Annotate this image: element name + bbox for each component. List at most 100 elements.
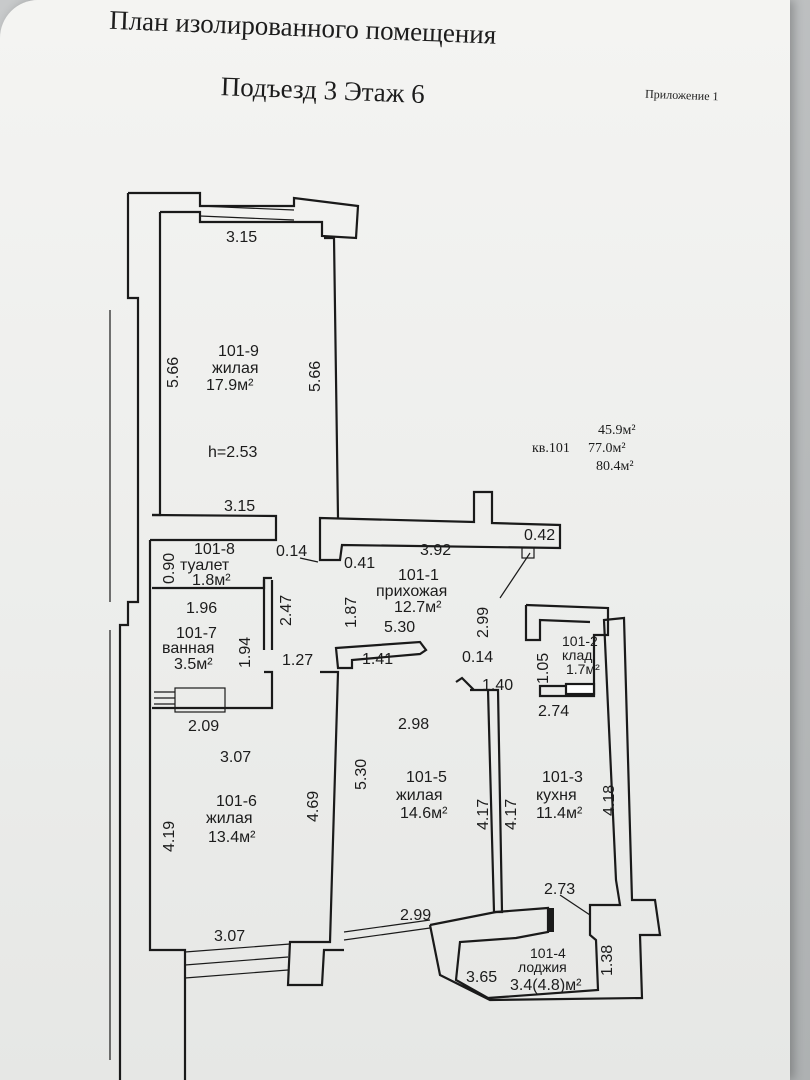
wall-5-3 [455,676,504,914]
dim-pass-a: 0.14 [462,649,493,666]
dim-k-bottom: 2.73 [544,881,575,898]
dim-k-right: 4.18 [601,785,618,816]
loggia-door-jamb [548,908,554,932]
dim-hall-b: 3.92 [420,542,451,559]
room-2-name: клад. [562,647,596,663]
dim-r5-left: 5.30 [353,759,370,790]
dim-r9-right: 5.66 [307,361,324,392]
dimension-labels: 3.15 5.66 5.66 3.15 0.90 0.14 1.96 2.47 … [161,229,618,986]
room-6-area: 13.4м² [208,829,256,846]
dim-hall-d: 1.87 [343,597,360,628]
room-9-name: жилая [212,360,259,377]
dim-r6-top: 3.07 [220,749,251,766]
dim-r9-left: 5.66 [165,357,182,388]
corridor-column [521,547,535,559]
room-7-id: 101-7 [176,625,217,642]
dim-r6-right: 4.69 [305,791,322,822]
left-wall-lower [148,540,187,1080]
storage-left [524,605,591,642]
dim-r6-bottom: 3.07 [214,928,245,945]
dim-hall-a: 0.41 [344,555,375,572]
room-5-id: 101-5 [406,769,447,786]
room-1-id: 101-1 [398,567,439,584]
dim-hall-h: 1.27 [282,652,313,669]
ceiling-height: h=2.53 [208,444,257,461]
dim-log-w: 3.65 [466,969,497,986]
dim-bath-h: 1.94 [237,637,254,668]
wall-9-bottom [150,513,278,542]
top-window [199,205,295,221]
room-6-name: жилая [206,810,253,827]
wall-5-top [334,640,428,670]
document-sheet [0,0,790,1080]
room-2-area: 1.7м² [566,661,600,677]
outer-left-wall [118,193,140,1080]
outer-left-wall-inner [152,212,162,517]
wall-9-right [324,236,340,519]
room-9-area: 17.9м² [206,377,254,394]
room-8-area: 1.8м² [192,572,231,589]
walls [109,191,662,1080]
room-3-name: кухня [536,787,577,804]
r6-bottom-window [184,943,291,979]
dim-r5-right-a: 4.17 [475,799,492,830]
room-3-area: 11.4м² [536,805,583,822]
dim-st-w: 2.74 [538,703,569,720]
dim-r6-left: 4.19 [161,821,178,852]
storage-shelf [564,682,596,696]
room-labels: 101-9 жилая 17.9м² h=2.53 101-8 туалет 1… [162,343,600,994]
dim-st-h: 1.05 [535,653,552,684]
dim-r5-top: 2.98 [398,716,429,733]
corridor-top-wall [318,490,562,562]
dim-log-h: 1.38 [599,945,616,976]
room-1-area: 12.7м² [394,599,442,616]
leader-wc [299,557,319,563]
bath-fixture [174,687,226,713]
room-1-name: прихожая [376,583,447,600]
kitchen-door [559,894,591,916]
dim-wc-h: 0.90 [161,553,178,584]
apt-number: кв.101 [532,441,570,456]
room-2-id: 101-2 [562,633,598,649]
apt-area-living: 45.9м² [598,423,636,438]
top-wall [128,191,360,240]
room-4-name: лоджия [518,959,567,975]
dim-hall-e: 5.30 [384,619,415,636]
apt-area-with-loggia: 80.4м² [596,459,634,474]
apartment-summary: 45.9м² кв.101 77.0м² 80.4м² [532,423,636,474]
dim-hall-c: 0.42 [524,527,555,544]
room-8-id: 101-8 [194,541,235,558]
dim-r9-bottom: 3.15 [224,498,255,515]
dim-hall-f: 2.99 [475,607,492,638]
room-6-id: 101-6 [216,793,257,810]
plan-title: План изолированного помещения [109,5,497,50]
r5-bottom-window [343,919,431,941]
dim-pass-b: 1.40 [482,677,513,694]
apt-area-total: 77.0м² [588,441,626,456]
annex-label: Приложение 1 [645,87,719,104]
dim-r9-top: 3.15 [226,229,257,246]
room-8-name: туалет [180,557,230,574]
room-3-id: 101-3 [542,769,583,786]
room-9-id: 101-9 [218,343,259,360]
room-5-area: 14.6м² [400,805,448,822]
room-7-name: ванная [162,640,214,657]
plan-subtitle: Подъезд 3 Этаж 6 [220,71,425,109]
room-4-area: 3.4(4.8)м² [510,977,582,994]
room-5-name: жилая [396,787,443,804]
storage-wall [525,603,610,698]
dim-wc-w: 1.96 [186,600,217,617]
leader-hall [499,552,531,599]
dim-hall-g: 1.41 [362,651,393,668]
dim-wc-side: 2.47 [278,595,295,626]
bath-bottom [152,670,274,710]
wall-6-5 [286,670,344,987]
wc-right [262,580,274,650]
dim-r5-right-b: 4.17 [503,799,520,830]
room-4-id: 101-4 [530,945,566,961]
loggia-wall [428,616,662,1002]
dim-r5-bottom: 2.99 [400,907,431,924]
bath-lines [154,691,175,705]
dim-bath-w: 2.09 [188,718,219,735]
